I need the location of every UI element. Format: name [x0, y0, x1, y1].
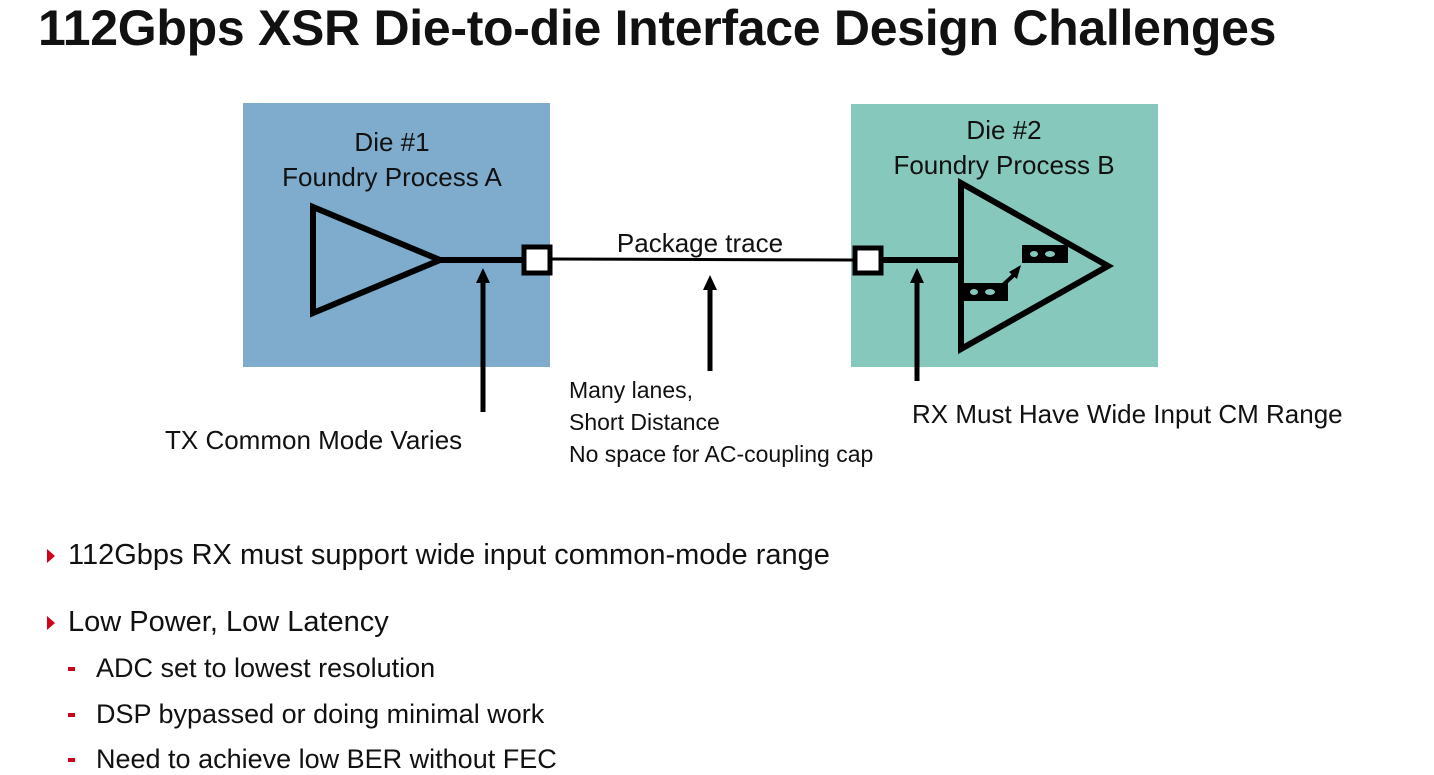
- sub-bullet-dash-icon: [68, 713, 75, 717]
- sub-bullet-item: Need to achieve low BER without FEC: [96, 744, 557, 774]
- bullet-arrow-icon: [47, 549, 55, 563]
- tx-pad-icon: [521, 244, 553, 276]
- rx-pad-icon: [852, 245, 884, 276]
- channel-annotation-line-2: Short Distance: [569, 409, 720, 435]
- rx-arrow-icon: [910, 268, 924, 381]
- die-1-title: Die #1: [354, 127, 429, 157]
- channel-annotation-line-1: Many lanes,: [569, 377, 693, 403]
- tx-driver-icon: [310, 202, 448, 318]
- rx-annotation: RX Must Have Wide Input CM Range: [912, 399, 1343, 429]
- channel-arrow-icon: [703, 275, 717, 371]
- common-mode-shift-icon: [962, 245, 1068, 301]
- sub-bullet-item: ADC set to lowest resolution: [96, 653, 436, 683]
- bullet-item: 112Gbps RX must support wide input commo…: [68, 539, 830, 571]
- rx-receiver-icon: [958, 177, 1115, 355]
- tx-arrow-icon: [476, 268, 490, 412]
- die-1-process: Foundry Process A: [282, 162, 502, 192]
- channel-annotation-line-3: No space for AC-coupling cap: [569, 441, 873, 467]
- bullet-arrow-icon: [47, 616, 55, 630]
- package-trace-wire: [550, 257, 856, 262]
- bullet-item: Low Power, Low Latency: [68, 606, 389, 638]
- die-2-title: Die #2: [966, 115, 1041, 145]
- die-1-box: [243, 103, 550, 367]
- package-trace-label: Package trace: [617, 228, 783, 258]
- sub-bullet-item: DSP bypassed or doing minimal work: [96, 699, 545, 729]
- tx-annotation: TX Common Mode Varies: [165, 425, 462, 455]
- die-2-process: Foundry Process B: [893, 150, 1114, 180]
- sub-bullet-dash-icon: [68, 667, 75, 671]
- sub-bullet-dash-icon: [68, 758, 75, 762]
- slide-title: 112Gbps XSR Die-to-die Interface Design …: [38, 0, 1277, 56]
